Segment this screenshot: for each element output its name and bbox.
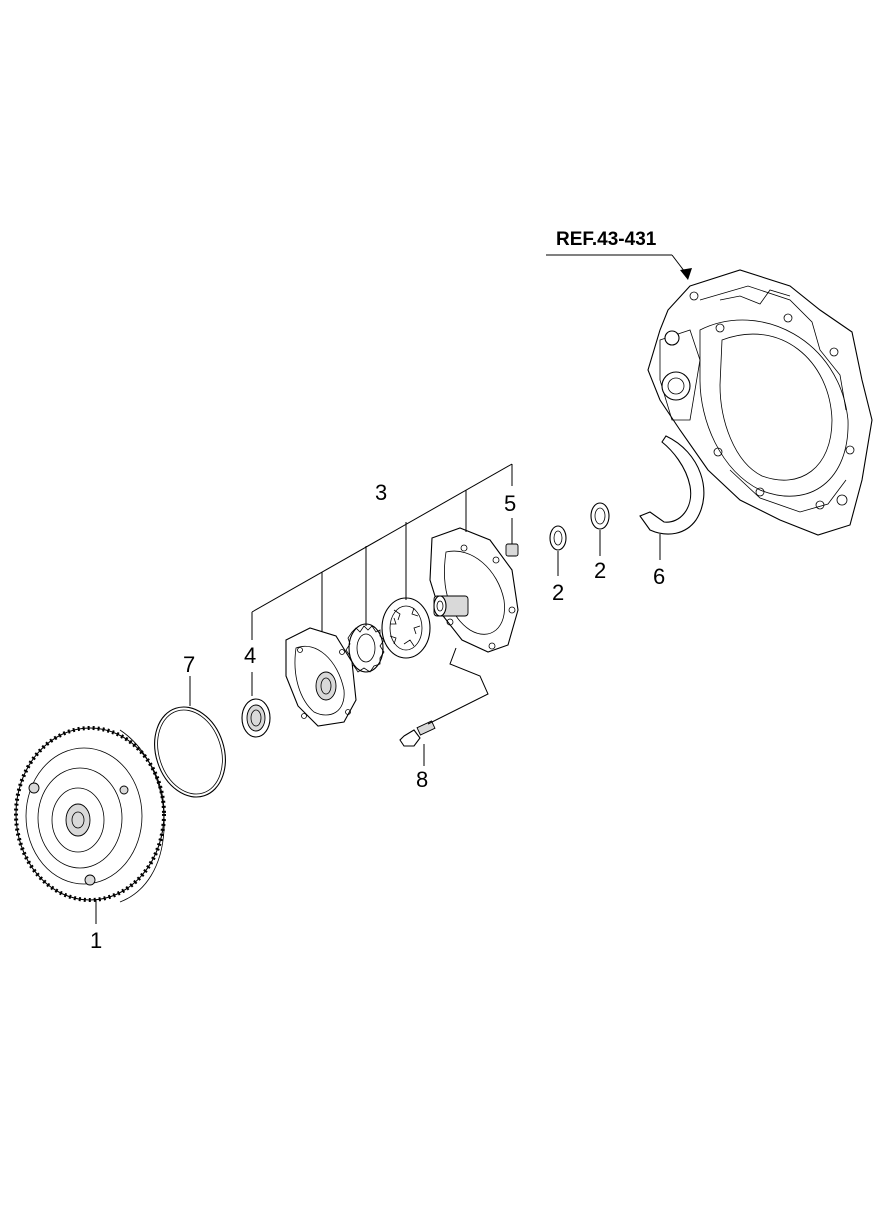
pump-outer-gear bbox=[381, 597, 431, 659]
part-1-torque-converter bbox=[14, 726, 166, 924]
pump-cover bbox=[285, 627, 357, 727]
callout-7: 7 bbox=[183, 652, 195, 677]
callout-2-small: 2 bbox=[552, 580, 564, 605]
callout-3-4-leaders bbox=[251, 463, 513, 725]
part-2-seal-ring-small bbox=[549, 525, 567, 576]
callout-3: 3 bbox=[375, 480, 387, 505]
part-2-seal-ring-large bbox=[590, 502, 610, 556]
part-8-bolt bbox=[399, 720, 436, 766]
callout-2-large: 2 bbox=[594, 558, 606, 583]
callout-1: 1 bbox=[90, 928, 102, 953]
part-5-plug bbox=[505, 518, 519, 557]
callout-8: 8 bbox=[416, 767, 428, 792]
callout-6: 6 bbox=[653, 564, 665, 589]
callout-4: 4 bbox=[244, 643, 256, 668]
callout-5: 5 bbox=[504, 491, 516, 516]
reference-callout: REF.43-431 bbox=[546, 229, 692, 280]
transaxle-housing bbox=[647, 269, 873, 536]
part-6-retainer bbox=[639, 435, 705, 560]
oil-pump-body bbox=[429, 527, 519, 653]
reference-label: REF.43-431 bbox=[556, 229, 657, 250]
part-7-o-ring bbox=[154, 676, 226, 798]
pump-inner-gear bbox=[345, 623, 385, 673]
part-4-oil-seal bbox=[241, 672, 271, 738]
